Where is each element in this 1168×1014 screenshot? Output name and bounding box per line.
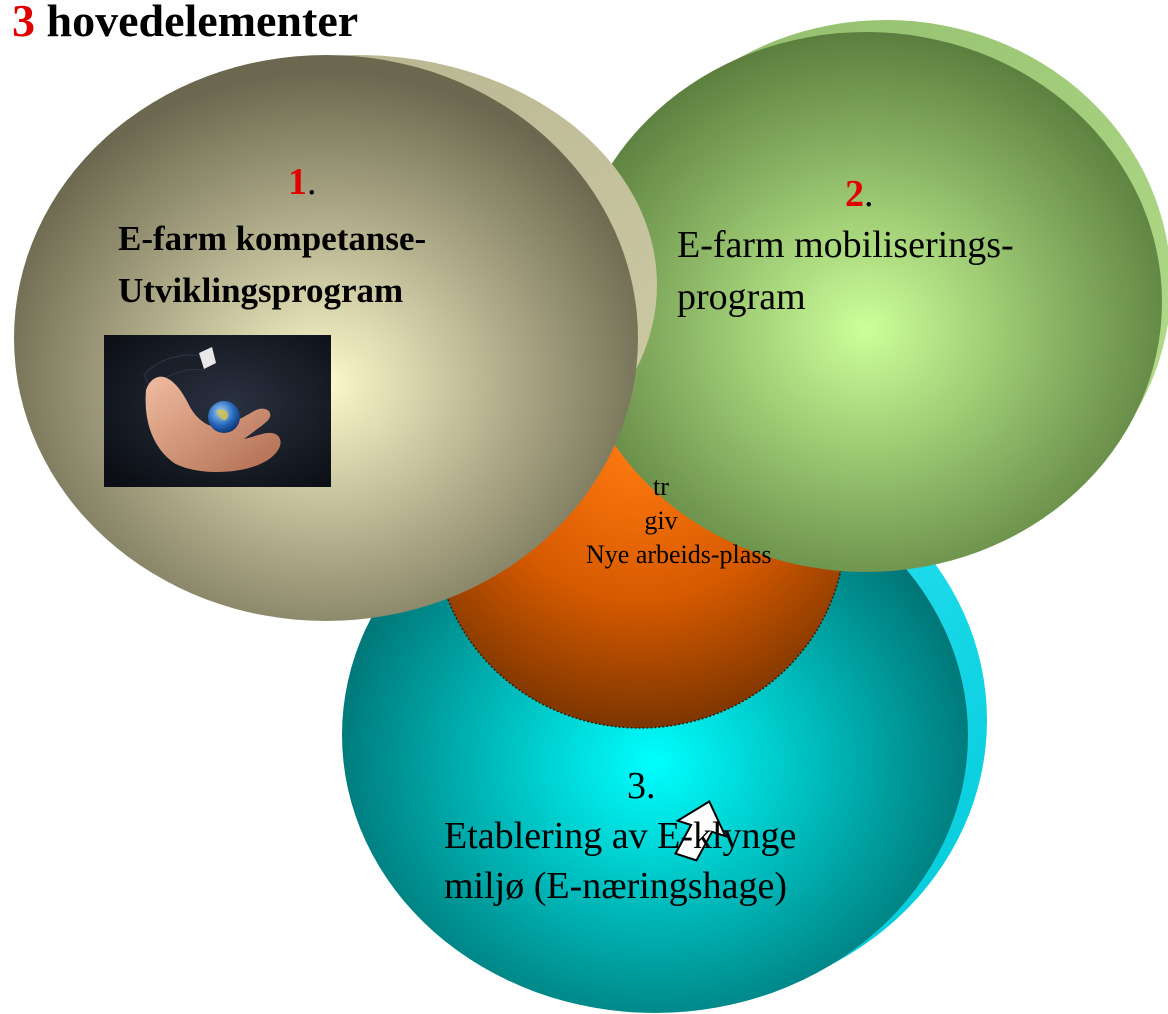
circle-1-number-digit: 1 [288,161,307,203]
circle-2 [570,20,1168,572]
circle-2-label: E-farm mobiliserings- program [677,219,1014,323]
circle-1-number: 1. [288,160,317,204]
circle-2-label-line-1: E-farm mobiliserings- [677,224,1014,266]
center-circle-label: tr giv Nye arbeids-plass [586,470,772,572]
center-label-line-1: tr [653,472,669,501]
circle-3-label-line-1: Etablering av E-klynge [444,815,797,857]
cursor-arrow-icon [674,800,728,862]
page-title: 3 hovedelementer [12,0,358,48]
circle-1-label: E-farm kompetanse- Utviklingsprogram [118,213,426,317]
circle-2-number: 2. [845,172,874,216]
circle-1-label-line-2: Utviklingsprogram [118,271,404,310]
circle-1-number-punct: . [307,161,317,203]
circle-2-number-digit: 2 [845,173,864,215]
center-label-line-2: giv [644,506,678,535]
circle-3-number: 3. [627,765,656,807]
center-label-line-3: Nye arbeids-plass [586,540,772,569]
circle-2-number-punct: . [864,173,874,215]
title-number: 3 [12,0,35,46]
circle-1-label-line-1: E-farm kompetanse- [118,219,427,258]
circle-2-label-line-2: program [677,276,806,318]
circle-2-face [570,32,1162,572]
circle-3-label: Etablering av E-klynge miljø (E-næringsh… [444,811,796,911]
circle-3-label-line-2: miljø (E-næringshage) [444,865,787,907]
hand-holding-globe-icon [104,335,331,487]
title-text: hovedelementer [35,0,359,46]
